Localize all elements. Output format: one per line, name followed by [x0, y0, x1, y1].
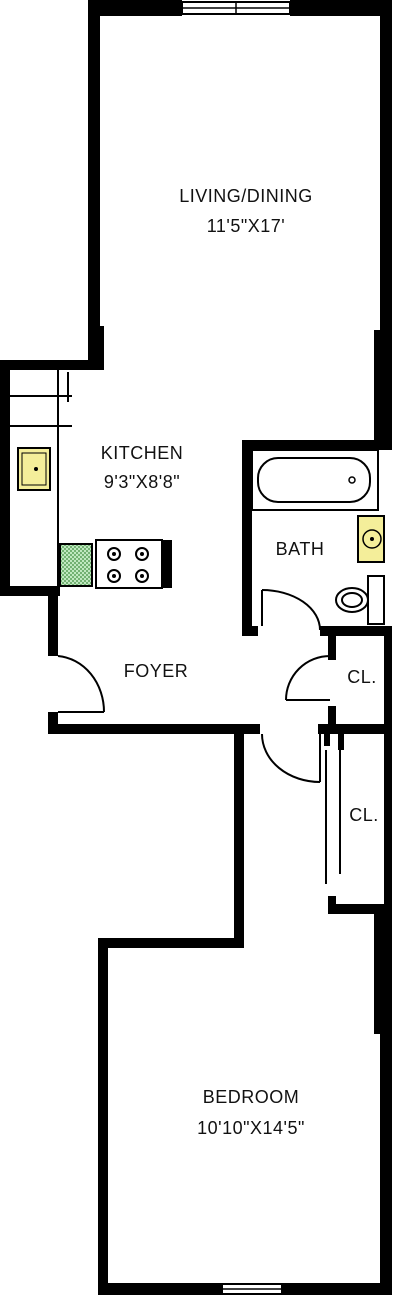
bathtub	[251, 449, 379, 511]
room-label-bath: BATH	[276, 539, 325, 559]
room-label-closet-1: CL.	[347, 667, 377, 687]
kitchen-counter	[10, 370, 72, 586]
room-label-closet-2: CL.	[349, 805, 379, 825]
closet-door-1	[285, 655, 331, 701]
bath-sink	[357, 515, 385, 563]
room-label-foyer: FOYER	[124, 661, 189, 681]
bottom-window	[221, 1283, 283, 1295]
room-label-kitchen: KITCHEN	[101, 443, 184, 463]
dishwasher	[59, 543, 93, 587]
toilet	[335, 575, 385, 625]
top-window	[181, 1, 291, 15]
room-size-bedroom: 10'10"X14'5"	[197, 1118, 305, 1138]
bath-door	[261, 589, 321, 631]
room-size-living: 11'5"X17'	[207, 216, 286, 236]
entry-door	[57, 655, 106, 713]
closet-sliding-door	[325, 740, 341, 884]
room-label-bedroom: BEDROOM	[203, 1087, 300, 1107]
room-size-kitchen: 9'3"X8'8"	[104, 472, 180, 492]
room-label-living: LIVING/DINING	[179, 186, 313, 206]
bedroom-door	[261, 733, 321, 783]
kitchen-sink	[17, 447, 51, 491]
stove-icon	[95, 539, 172, 589]
